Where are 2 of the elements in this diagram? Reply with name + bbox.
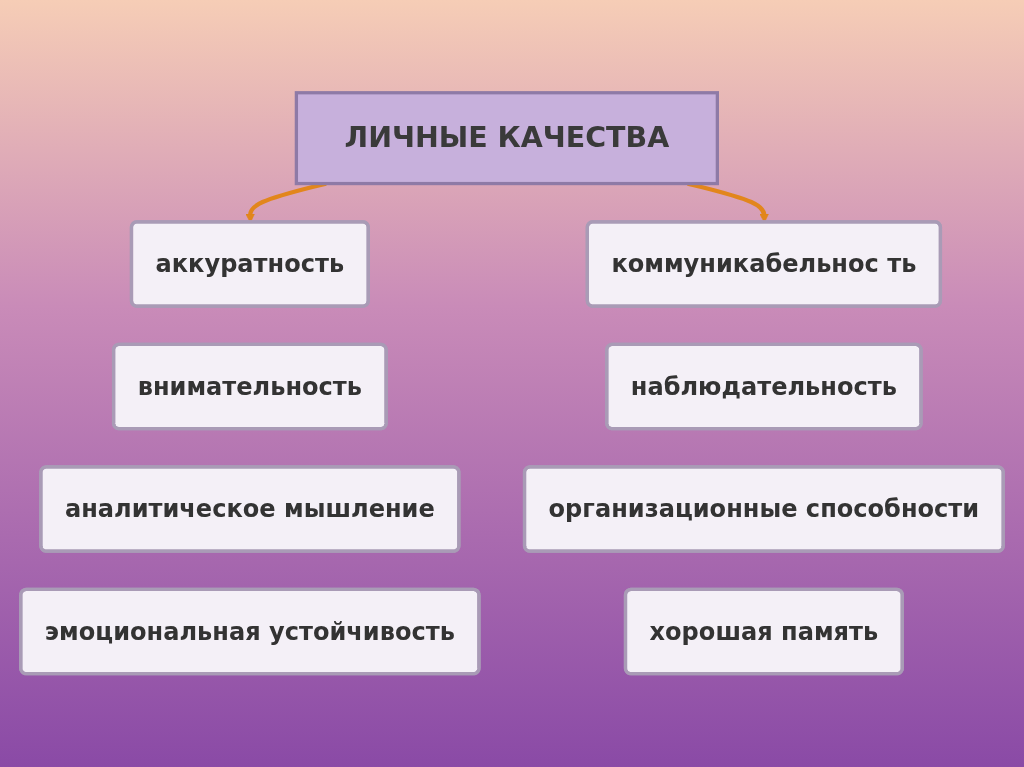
node-box bbox=[294, 91, 719, 186]
diagram: ЛИЧНЫЕ КАЧЕСТВА аккуратность коммуникабельнос ть внимательность наблюдательность аналитическое мышление организационные способности эмоциональная устойчивость хорошая память bbox=[12, 84, 1012, 683]
